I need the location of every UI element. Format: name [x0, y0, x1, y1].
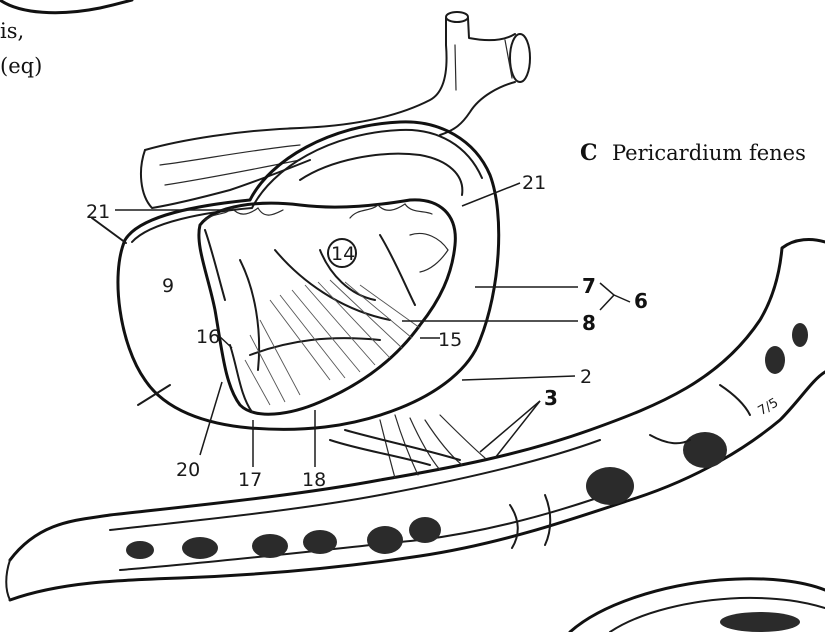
- label-18: 18: [302, 469, 326, 491]
- caption-text: Pericardium fenes: [612, 141, 806, 165]
- label-2: 2: [580, 366, 592, 388]
- fragment-text-line1: is,: [0, 19, 24, 43]
- label-21-left: 21: [86, 201, 110, 223]
- great-vessels: [141, 12, 530, 208]
- mediastinal-attachment: [330, 415, 485, 478]
- label-20: 20: [176, 459, 200, 481]
- label-3: 3: [544, 386, 558, 410]
- label-17: 17: [238, 469, 262, 491]
- caption-letter: C: [580, 140, 598, 166]
- marginal-note: 7/5: [756, 395, 782, 418]
- label-14: 14: [331, 243, 355, 265]
- heart: [199, 154, 462, 414]
- label-8: 8: [582, 311, 596, 335]
- label-7: 7: [582, 274, 596, 298]
- sternum-chest-wall: [6, 240, 825, 600]
- pericardial-sac: [118, 122, 499, 430]
- label-21-right: 21: [522, 172, 546, 194]
- label-16: 16: [196, 326, 220, 348]
- label-15: 15: [438, 329, 462, 351]
- label-6: 6: [634, 289, 648, 313]
- label-9: 9: [162, 275, 174, 297]
- organ-fragment-top-left: [0, 0, 132, 13]
- fragment-text-line2: (eq): [0, 54, 42, 78]
- leader-lines: [115, 183, 630, 467]
